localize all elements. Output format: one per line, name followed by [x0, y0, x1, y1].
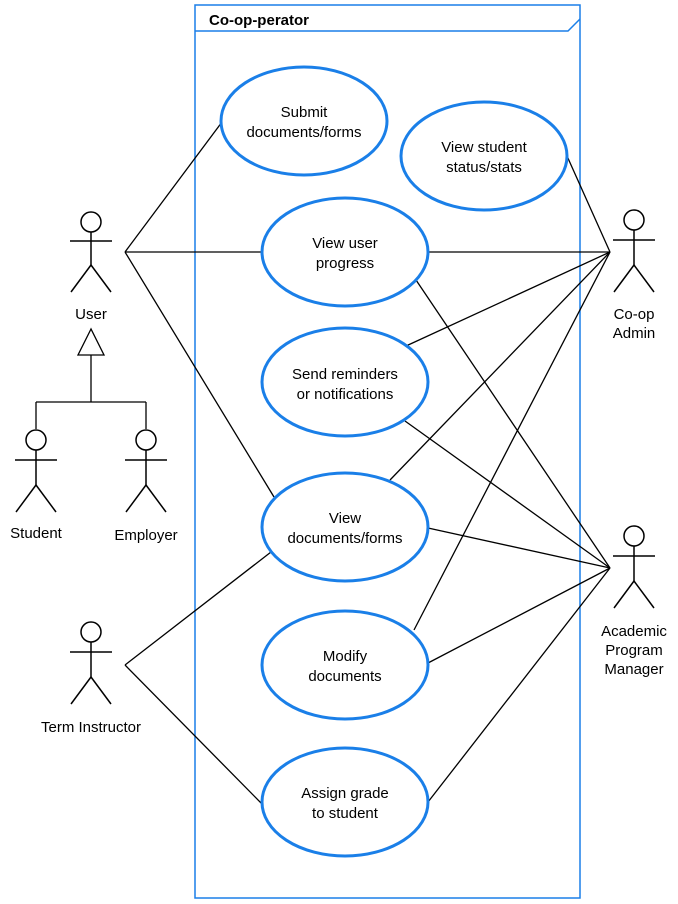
- svg-text:Submit: Submit: [281, 104, 329, 121]
- actor-student: Student: [10, 429, 63, 542]
- actor-apm-label-2: Program: [605, 642, 663, 659]
- actor-coop-admin-label-1: Co-op: [614, 306, 655, 323]
- svg-text:Assign grade: Assign grade: [301, 785, 389, 802]
- use-case-view-user-progress: View user progress: [260, 196, 430, 308]
- term-instructor-stick-figure-icon: [70, 621, 112, 705]
- svg-text:View: View: [329, 510, 361, 527]
- svg-text:Send reminders: Send reminders: [292, 366, 398, 383]
- actor-user: User: [70, 211, 112, 323]
- actor-employer: Employer: [114, 429, 178, 544]
- assoc-admin-status: [566, 155, 611, 253]
- assoc-admin-modify: [413, 251, 611, 631]
- use-case-view-student-status: View student status/stats: [399, 100, 569, 212]
- employer-stick-figure-icon: [125, 429, 167, 513]
- assoc-instructor-grade: [124, 664, 264, 806]
- assoc-apm-modify: [427, 567, 611, 664]
- generalization-arrow: [35, 327, 147, 429]
- svg-text:status/stats: status/stats: [446, 159, 522, 176]
- actor-apm-label-3: Manager: [604, 661, 663, 678]
- assoc-apm-progress: [415, 279, 611, 569]
- assoc-admin-reminders: [405, 251, 611, 347]
- actor-term-instructor: Term Instructor: [41, 621, 141, 736]
- use-case-send-reminders: Send reminders or notifications: [260, 326, 430, 438]
- svg-text:documents: documents: [308, 668, 381, 685]
- assoc-apm-view-docs: [427, 527, 611, 569]
- system-title: Co-op-perator: [209, 12, 309, 29]
- svg-text:to student: to student: [312, 805, 379, 822]
- assoc-instructor-view-docs: [124, 551, 272, 666]
- student-stick-figure-icon: [15, 429, 57, 513]
- academic-program-manager-stick-figure-icon: [613, 525, 655, 609]
- actor-term-instructor-label: Term Instructor: [41, 719, 141, 736]
- actor-student-label: Student: [10, 525, 63, 542]
- use-case-submit-documents: Submit documents/forms: [219, 65, 389, 177]
- associations: [124, 121, 611, 806]
- coop-admin-stick-figure-icon: [613, 209, 655, 293]
- use-case-modify-documents: Modify documents: [260, 609, 430, 721]
- generalization-triangle-icon: [76, 327, 106, 356]
- actor-apm-label-1: Academic: [601, 623, 667, 640]
- actor-coop-admin: Co-op Admin: [613, 209, 656, 342]
- assoc-apm-reminders: [404, 420, 611, 569]
- svg-text:documents/forms: documents/forms: [246, 124, 361, 141]
- svg-text:documents/forms: documents/forms: [287, 530, 402, 547]
- svg-text:progress: progress: [316, 255, 374, 272]
- actor-user-label: User: [75, 306, 107, 323]
- svg-text:View user: View user: [312, 235, 378, 252]
- use-case-assign-grade: Assign grade to student: [260, 746, 430, 858]
- assoc-user-view-docs: [124, 251, 275, 498]
- svg-text:or notifications: or notifications: [297, 386, 394, 403]
- actor-employer-label: Employer: [114, 527, 177, 544]
- use-case-view-documents: View documents/forms: [260, 471, 430, 583]
- user-stick-figure-icon: [70, 211, 112, 293]
- actor-coop-admin-label-2: Admin: [613, 325, 656, 342]
- svg-text:Modify: Modify: [323, 648, 368, 665]
- assoc-user-submit: [124, 121, 223, 253]
- assoc-admin-view-docs: [389, 251, 611, 481]
- assoc-apm-grade: [427, 567, 611, 803]
- svg-text:View student: View student: [441, 139, 527, 156]
- actor-academic-program-manager: Academic Program Manager: [601, 525, 667, 678]
